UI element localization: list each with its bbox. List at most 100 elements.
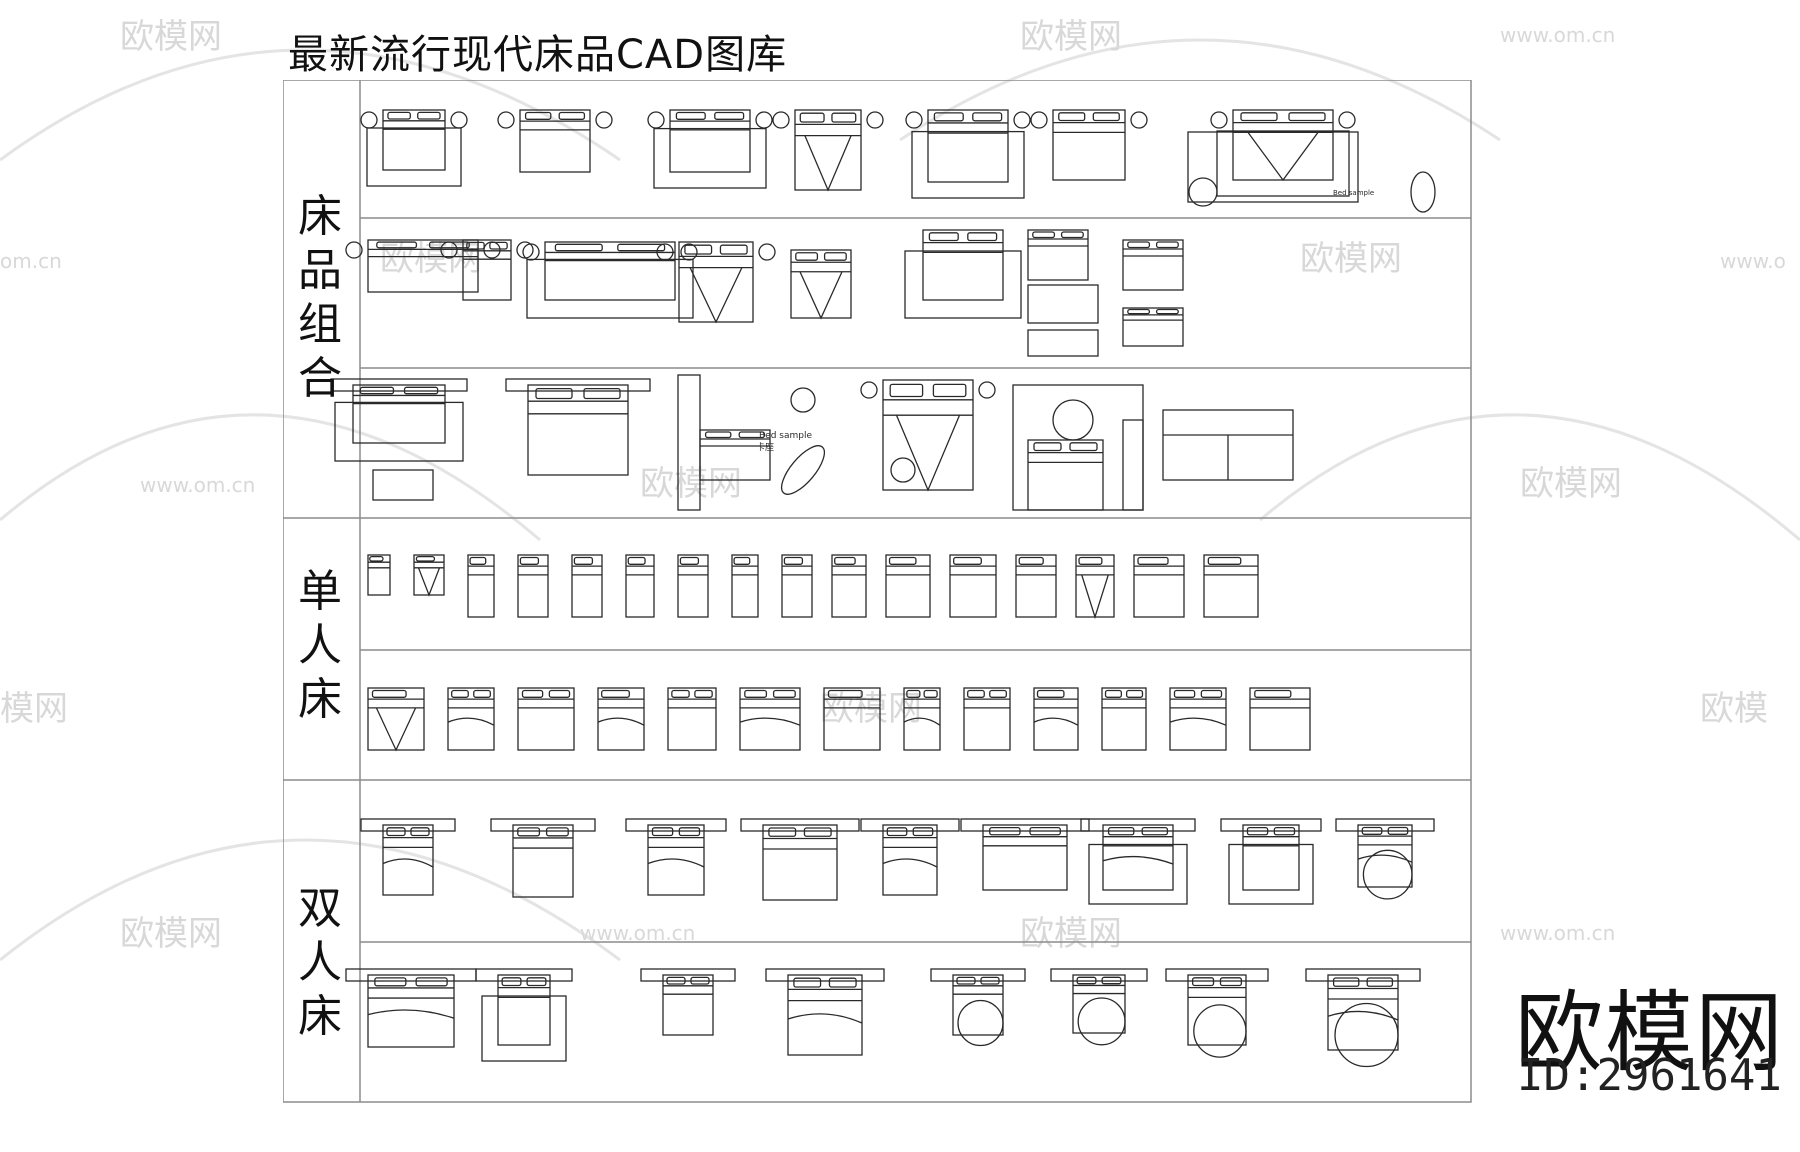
- pillow: [601, 689, 630, 698]
- pillow: [501, 977, 522, 987]
- headboard-panel: [1165, 968, 1269, 982]
- pillow: [744, 689, 768, 698]
- pillow: [1155, 241, 1179, 249]
- bed-frame: [467, 554, 495, 618]
- nightstand-lamp-icon: [1013, 111, 1031, 129]
- pillow: [374, 977, 407, 987]
- bed-frame: [497, 974, 551, 1046]
- rug-icon: [1187, 131, 1359, 203]
- pillow: [799, 112, 825, 123]
- bed-plan-icon: [330, 378, 468, 462]
- pillow: [1060, 231, 1084, 239]
- headboard-panel: [505, 378, 651, 392]
- pillow: [886, 827, 908, 837]
- pillow: [1069, 442, 1098, 452]
- bed-frame: [1249, 687, 1311, 751]
- blanket-wave: [382, 858, 434, 868]
- pillow: [548, 689, 571, 698]
- pillow: [831, 112, 857, 123]
- category-label-double-bed: 双人床: [298, 883, 342, 1042]
- pillow: [768, 827, 797, 837]
- bed-frame: [1169, 687, 1227, 751]
- bed-frame: [1027, 229, 1089, 281]
- pillow: [1366, 977, 1394, 987]
- pillow: [1240, 112, 1278, 122]
- bed-frame: [382, 109, 446, 171]
- blanket-diagonal: [689, 267, 743, 324]
- bed-plan-icon: [731, 554, 759, 618]
- blanket-wave: [367, 1009, 455, 1019]
- pillow: [554, 243, 603, 252]
- nightstand-lamp-icon: [978, 381, 996, 399]
- bed-plan-icon: [903, 687, 941, 751]
- pillow: [1137, 556, 1169, 565]
- bed-frame: [1203, 554, 1259, 618]
- rug-icon: [366, 127, 462, 187]
- blanket-wave: [447, 717, 495, 726]
- pillow: [473, 689, 491, 698]
- bed-frame: [1102, 824, 1174, 891]
- bed-plan-icon: [1101, 687, 1147, 751]
- bed-frame: [1122, 307, 1184, 347]
- wall-panel-icon: [677, 374, 701, 511]
- headboard-panel: [640, 968, 736, 982]
- bed-frame: [787, 974, 863, 1056]
- rug-icon: [334, 401, 464, 462]
- pillow: [524, 111, 552, 120]
- pillow: [1127, 241, 1151, 249]
- bed-plan-icon: [1027, 229, 1089, 281]
- category-label-single-bed: 单人床: [298, 566, 342, 725]
- pillow: [933, 112, 964, 122]
- bed-plan-icon: [677, 554, 709, 618]
- pillow: [953, 556, 982, 565]
- headboard-panel: [740, 818, 860, 832]
- bed-plan-icon: [367, 554, 391, 596]
- bed-plan-icon: [625, 554, 655, 618]
- headboard-panel: [860, 818, 960, 832]
- pillow: [489, 241, 508, 250]
- pillow: [410, 827, 430, 837]
- pillow: [738, 431, 766, 439]
- nightstand-lamp-icon: [497, 111, 515, 129]
- bed-frame: [1327, 974, 1399, 1051]
- headboard-panel: [765, 968, 885, 982]
- brand-logo-text: 欧模网: [1515, 981, 1786, 1084]
- bed-plan-icon: [447, 687, 495, 751]
- bed-catalogue-sheet: Bed sample 卡座 Bed sample: [283, 80, 1472, 1103]
- bed-frame: [352, 384, 446, 444]
- pillow: [714, 111, 745, 120]
- pillow: [1155, 308, 1179, 315]
- bed-frame: [739, 687, 801, 751]
- pillow: [583, 387, 621, 400]
- bed-plan-icon: [1027, 439, 1104, 511]
- blanket-diagonal: [895, 414, 961, 492]
- headboard-panel: [930, 968, 1026, 982]
- nightstand-lamp-icon: [522, 243, 540, 261]
- blanket-diagonal: [1247, 132, 1319, 182]
- block-label-bed-sample: Bed sample: [759, 431, 812, 441]
- bed-frame: [982, 824, 1068, 891]
- block-label-bed-sample-2: Bed sample: [1333, 189, 1374, 197]
- brand-id-text: ID:2961641: [1517, 1050, 1782, 1101]
- bed-frame: [597, 687, 645, 751]
- pillow: [386, 827, 406, 837]
- sofa-icon: [1027, 329, 1099, 357]
- pillow: [972, 112, 1003, 122]
- rug-icon: [526, 258, 694, 319]
- pillow: [545, 827, 569, 837]
- bed-plan-icon: [860, 379, 996, 492]
- bed-plan-icon: [571, 554, 603, 618]
- bed-frame: [367, 554, 391, 596]
- pillow: [1191, 977, 1215, 987]
- headboard-panel: [1080, 818, 1196, 832]
- blanket-wave: [1102, 855, 1174, 865]
- nightstand-lamp-icon: [772, 111, 790, 129]
- nightstand-lamp-icon: [758, 243, 776, 261]
- pillow: [795, 252, 819, 261]
- blanket-wave: [882, 858, 938, 868]
- nightstand-lamp-icon: [866, 111, 884, 129]
- pillow: [1078, 556, 1103, 565]
- bed-plan-icon: [1050, 968, 1148, 1046]
- round-rug-icon: [1193, 1004, 1247, 1058]
- blanket-wave: [787, 1013, 863, 1024]
